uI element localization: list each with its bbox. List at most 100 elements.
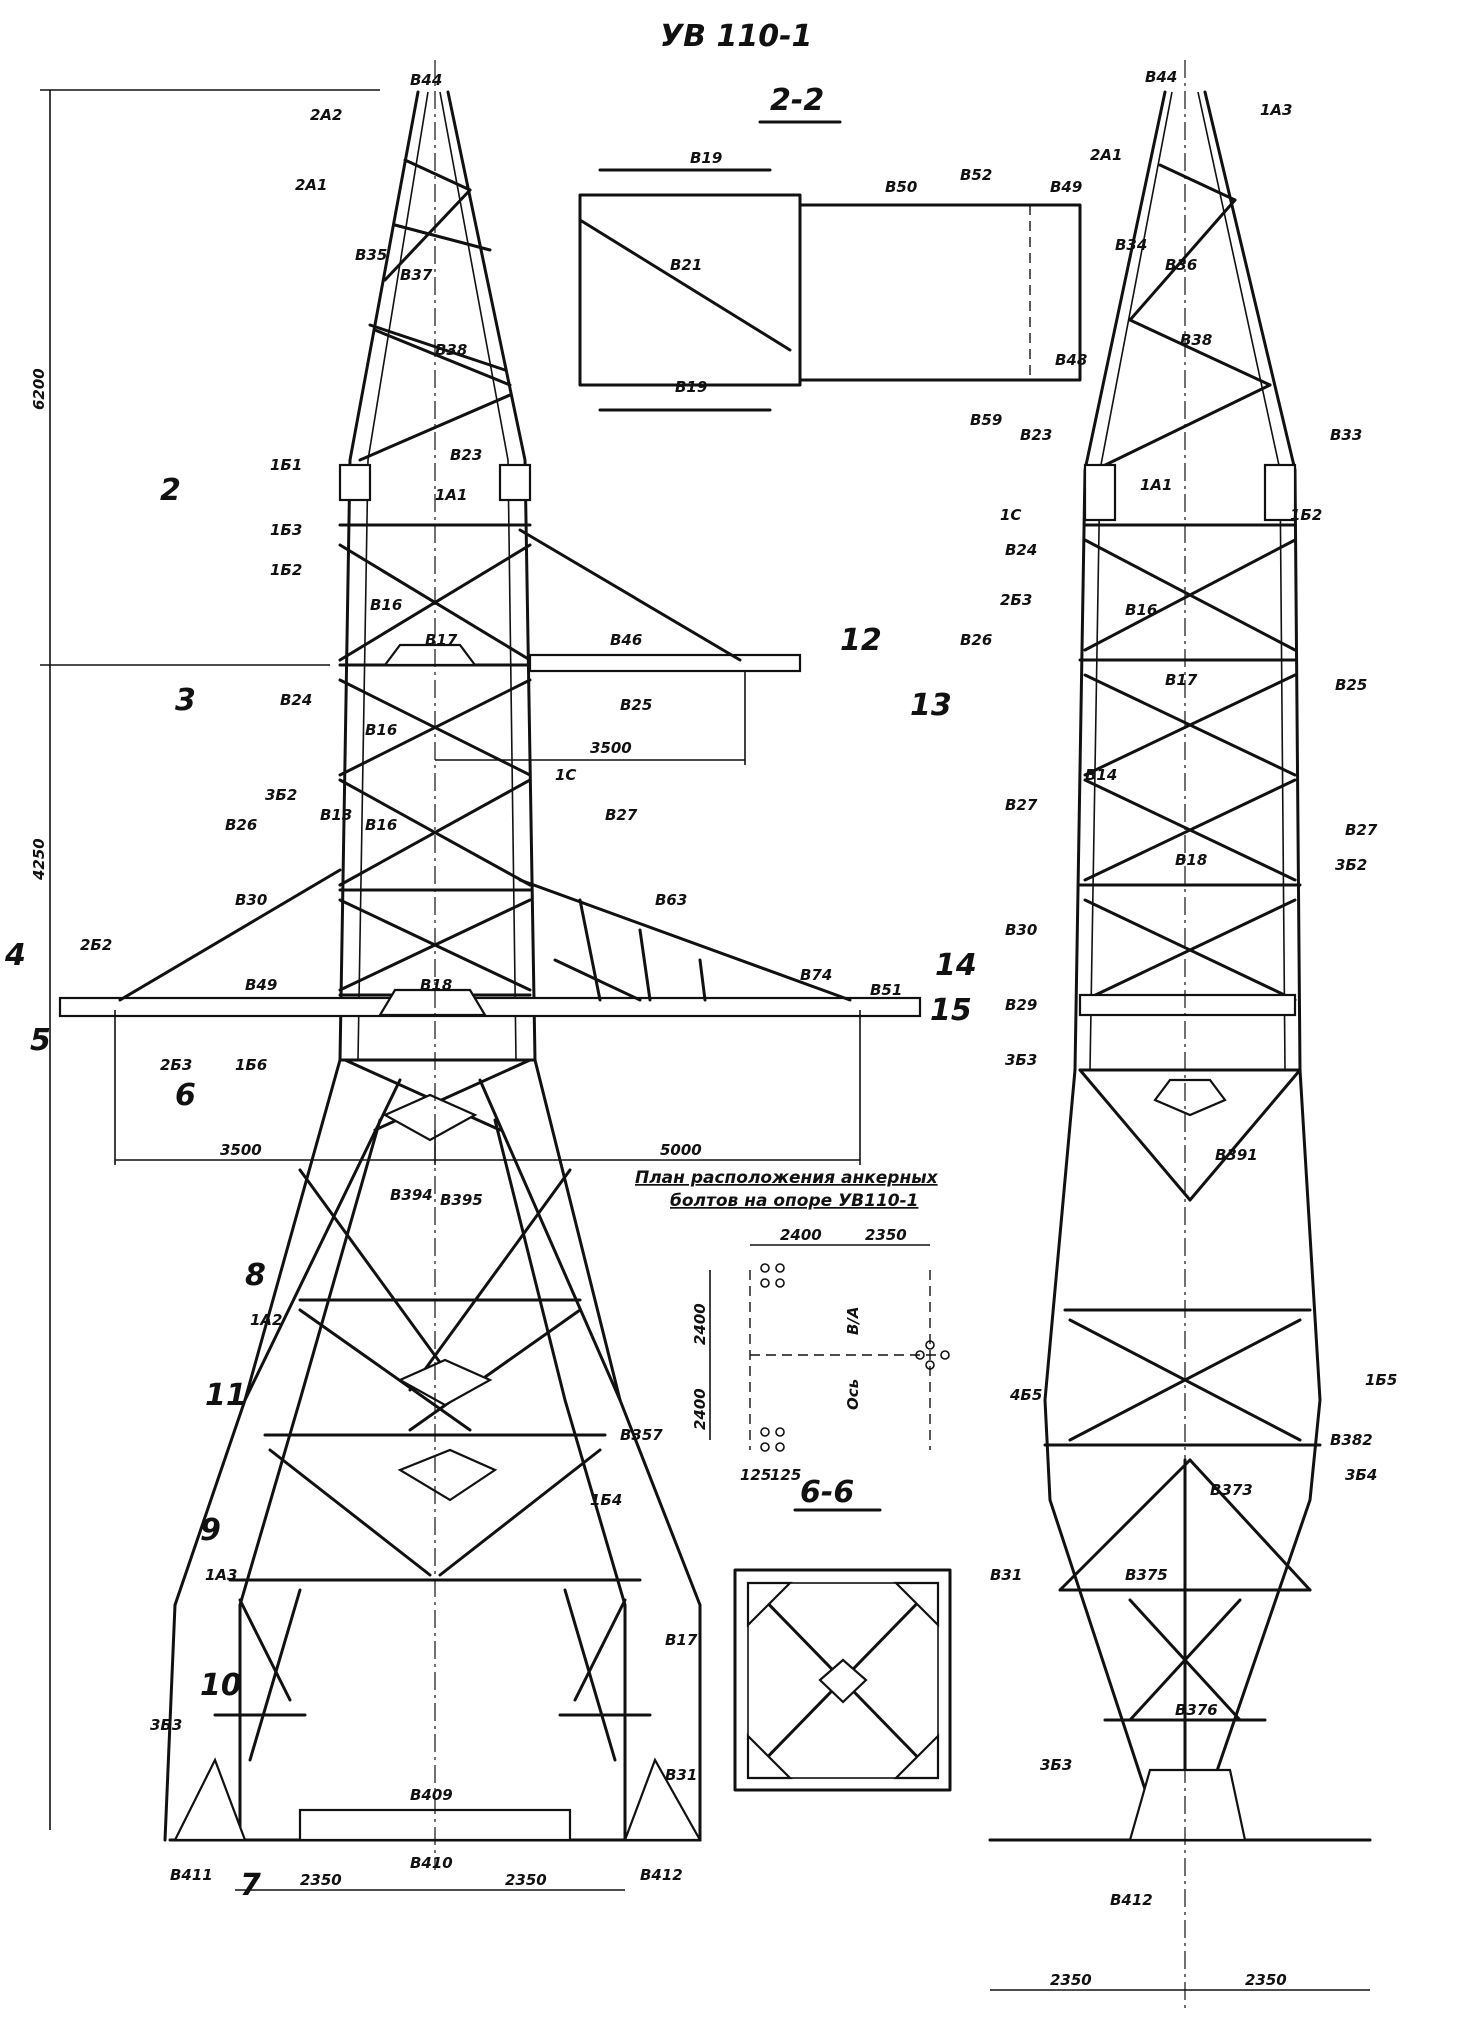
label-1a2-lower: 1А2 (250, 1311, 282, 1329)
label-3b3-right: 3Б3 (1005, 1051, 1037, 1069)
lower-x-1 (298, 1308, 472, 1432)
label-b36-right: В36 (1165, 256, 1197, 274)
left-base-plate-2 (623, 1757, 702, 1842)
dim-4250: 4250 (30, 838, 48, 881)
left-lower-diag-1 (243, 1078, 402, 1402)
r-low-2 (1188, 1068, 1302, 1202)
label-b31-66: В31 (990, 1566, 1022, 1584)
r-low-x-2 (1068, 1318, 1302, 1442)
dim-left-base-a: 2350 (300, 1871, 342, 1889)
label-b27-right-l: В27 (1005, 796, 1038, 814)
r-x-6 (1083, 778, 1297, 882)
plan-caption-2: болтов на опоре УВ110-1 (670, 1191, 919, 1211)
plan-caption-1: План расположения анкерных (635, 1168, 939, 1188)
section-mark-10: 10 (200, 1668, 242, 1703)
plan-axis-label-ox: Ось (844, 1379, 862, 1410)
body-x-9 (343, 1058, 502, 1132)
label-b49-lower: В49 (245, 976, 277, 994)
right-tower-outer-leg-right (1193, 90, 1322, 1837)
plate-1 (338, 463, 372, 502)
label-b21: В21 (670, 256, 702, 274)
plan-dim-125-a: 125 (740, 1466, 771, 1484)
section-mark-8: 8 (245, 1258, 266, 1293)
dim-right-base-b: 2350 (1245, 1971, 1287, 1989)
label-b74: В74 (800, 966, 832, 984)
label-b48: В48 (1055, 351, 1087, 369)
section-title-6-6: 6-6 (800, 1475, 854, 1510)
r-top-1 (1158, 163, 1237, 202)
section-mark-6: 6 (175, 1078, 196, 1113)
top-lattice-4 (368, 323, 507, 372)
label-b382: В382 (1330, 1431, 1373, 1449)
label-1b1-left: 1Б1 (270, 456, 302, 474)
label-b14-right: В14 (1085, 766, 1117, 784)
label-b49-top: В49 (1050, 178, 1082, 196)
label-b51: В51 (870, 981, 902, 999)
gusset-tr (893, 1581, 940, 1628)
section-mark-12: 12 (840, 623, 882, 658)
lower-crossarm-left-tie (118, 868, 342, 1002)
body-x-6 (338, 778, 532, 887)
label-1c-left: 1С (555, 766, 576, 784)
r-plate-2 (1263, 463, 1297, 522)
lower-x-5 (238, 1598, 292, 1702)
section-mark-3: 3 (175, 683, 196, 718)
anchor-bolt-group-top-left (760, 1263, 785, 1288)
lower-x-6 (248, 1588, 302, 1762)
top-crossarm-plan (578, 168, 1082, 412)
lower-crossarm-strut-2 (638, 928, 652, 1002)
label-1b5-right: 1Б5 (1365, 1371, 1397, 1389)
section-6-6: 6-6 (733, 1475, 952, 1792)
plate-7 (397, 1448, 498, 1502)
label-b13-left: В13 (320, 806, 352, 824)
label-3b3-left: 3Б3 (150, 1716, 182, 1734)
label-b411: В411 (170, 1866, 213, 1884)
lower-x-2 (408, 1308, 582, 1432)
plate-6 (397, 1358, 493, 1407)
lower-crossarm-strut-1 (578, 898, 602, 1002)
label-1b2-left: 1Б2 (270, 561, 302, 579)
label-2b3-left: 2Б3 (160, 1056, 192, 1074)
label-1a1-left: 1А1 (435, 486, 467, 504)
label-b29-right: В29 (1005, 996, 1037, 1014)
r-top-2 (1128, 198, 1237, 322)
top-lattice-2 (393, 223, 492, 252)
section-mark-11: 11 (205, 1378, 247, 1413)
plate-3 (382, 643, 478, 667)
label-top-left: В44 (410, 71, 442, 89)
label-b376: В376 (1175, 1701, 1218, 1719)
sheet-title: УВ 110-1 (660, 19, 812, 54)
label-b395: В395 (440, 1191, 483, 1209)
left-tower-lower-inner-a (238, 1118, 382, 1607)
label-b16-l1: В16 (370, 596, 402, 614)
right-base-plate (1128, 1768, 1247, 1842)
r-plate-4 (1078, 993, 1297, 1017)
label-b375: В375 (1125, 1566, 1168, 1584)
lower-x-7 (573, 1598, 627, 1702)
label-b34-right: В34 (1115, 236, 1147, 254)
anchor-bolt-group-bottom-left (760, 1427, 785, 1452)
label-b23-right: В23 (1020, 426, 1052, 444)
label-b26-left: В26 (225, 816, 257, 834)
section-6-6-inner (747, 1582, 939, 1779)
r-x-2 (1083, 538, 1297, 652)
label-3b2-left: 3Б2 (265, 786, 297, 804)
label-2a1-left: 2А1 (295, 176, 327, 194)
label-b59: В59 (970, 411, 1002, 429)
label-b38-right: В38 (1180, 331, 1212, 349)
label-3b3-right-base: 3Б3 (1040, 1756, 1072, 1774)
section-mark-13: 13 (910, 688, 952, 723)
label-1a1-right: 1А1 (1140, 476, 1172, 494)
mid-crossarm-beam (528, 653, 802, 673)
plate-4 (378, 988, 487, 1017)
lower-x-4 (438, 1448, 602, 1577)
left-tower (58, 90, 922, 1842)
top-lattice-5 (373, 328, 512, 387)
plan-diagonal (578, 218, 792, 352)
left-lower-diag-3 (298, 1168, 462, 1392)
label-b52-top: В52 (960, 166, 992, 184)
label-b17-left: В17 (425, 631, 458, 649)
label-b17-66: В17 (665, 1631, 698, 1649)
plan-box-left (578, 193, 802, 387)
label-b26-right: В26 (960, 631, 992, 649)
